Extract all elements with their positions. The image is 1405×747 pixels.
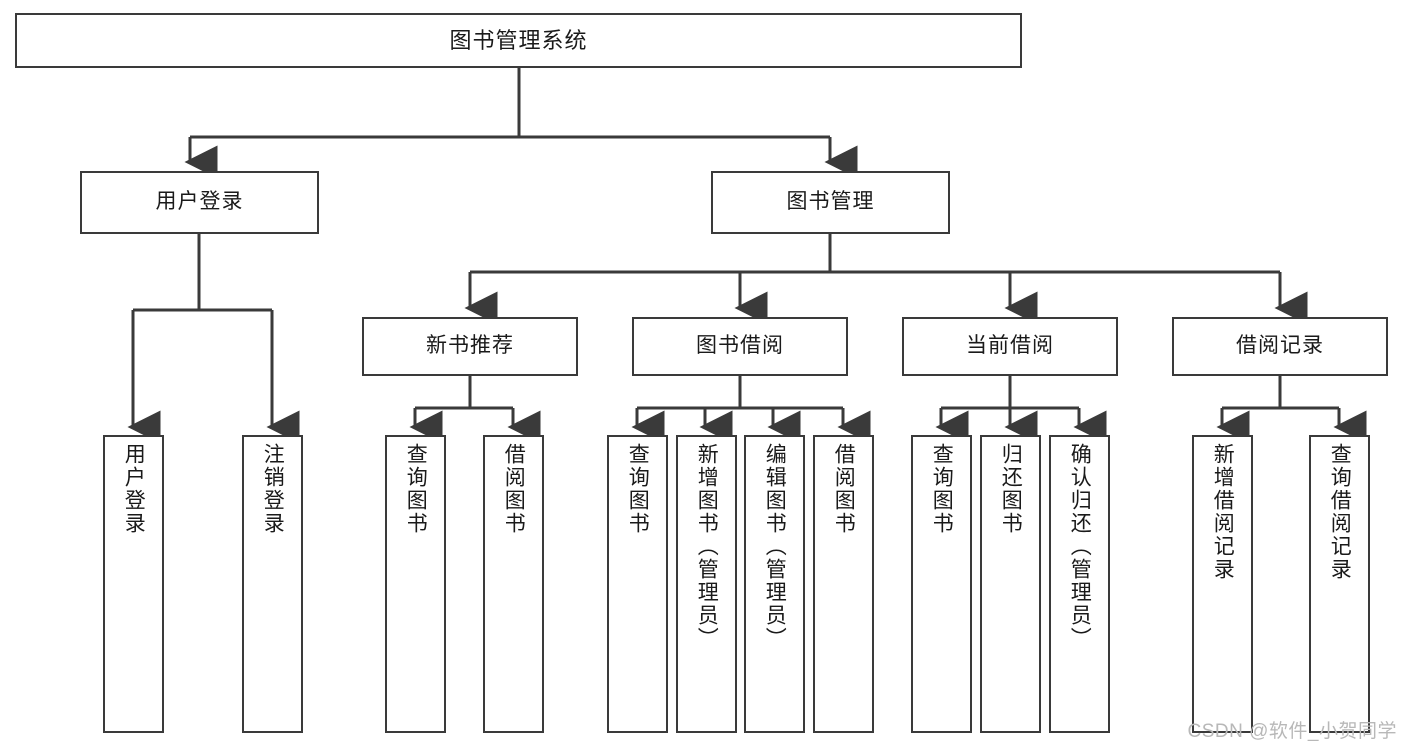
node-leaf-confirm-return[interactable]: 确认归还（管理员） <box>1049 435 1110 733</box>
node-label: 新增图书（管理员） <box>695 443 719 650</box>
node-label: 借阅图书 <box>832 443 856 535</box>
node-label: 新增借阅记录 <box>1211 443 1235 581</box>
node-label: 注销登录 <box>261 443 285 535</box>
node-leaf-return-book[interactable]: 归还图书 <box>980 435 1041 733</box>
node-label: 图书管理 <box>786 190 875 214</box>
node-leaf-add-book[interactable]: 新增图书（管理员） <box>676 435 737 733</box>
node-book-borrow[interactable]: 图书借阅 <box>632 317 848 376</box>
node-leaf-borrow-book-1[interactable]: 借阅图书 <box>483 435 544 733</box>
node-label: 查询图书 <box>626 443 650 535</box>
node-label: 确认归还（管理员） <box>1068 443 1092 650</box>
node-root-system[interactable]: 图书管理系统 <box>15 13 1022 68</box>
node-leaf-logout[interactable]: 注销登录 <box>242 435 303 733</box>
node-label: 用户登录 <box>122 443 146 535</box>
node-label: 借阅记录 <box>1236 334 1324 358</box>
node-label: 查询借阅记录 <box>1328 443 1352 581</box>
node-label: 当前借阅 <box>966 334 1054 358</box>
node-label: 新书推荐 <box>426 334 514 358</box>
node-label: 图书管理系统 <box>449 27 588 53</box>
node-leaf-edit-book[interactable]: 编辑图书（管理员） <box>744 435 805 733</box>
node-leaf-user-login[interactable]: 用户登录 <box>103 435 164 733</box>
node-leaf-query-book-2[interactable]: 查询图书 <box>607 435 668 733</box>
node-label: 查询图书 <box>404 443 428 535</box>
node-user-login[interactable]: 用户登录 <box>80 171 319 234</box>
node-current-borrow[interactable]: 当前借阅 <box>902 317 1118 376</box>
node-leaf-add-record[interactable]: 新增借阅记录 <box>1192 435 1253 733</box>
node-label: 编辑图书（管理员） <box>763 443 787 650</box>
node-label: 查询图书 <box>930 443 954 535</box>
node-leaf-query-book-1[interactable]: 查询图书 <box>385 435 446 733</box>
node-leaf-query-record[interactable]: 查询借阅记录 <box>1309 435 1370 733</box>
watermark-text: CSDN @软件_小贺同学 <box>1187 721 1397 742</box>
node-label: 归还图书 <box>999 443 1023 535</box>
node-label: 用户登录 <box>155 190 244 214</box>
node-leaf-borrow-book-2[interactable]: 借阅图书 <box>813 435 874 733</box>
node-new-book-recommend[interactable]: 新书推荐 <box>362 317 578 376</box>
node-borrow-record[interactable]: 借阅记录 <box>1172 317 1388 376</box>
node-leaf-query-book-3[interactable]: 查询图书 <box>911 435 972 733</box>
node-label: 借阅图书 <box>502 443 526 535</box>
node-book-management[interactable]: 图书管理 <box>711 171 950 234</box>
node-label: 图书借阅 <box>696 334 784 358</box>
